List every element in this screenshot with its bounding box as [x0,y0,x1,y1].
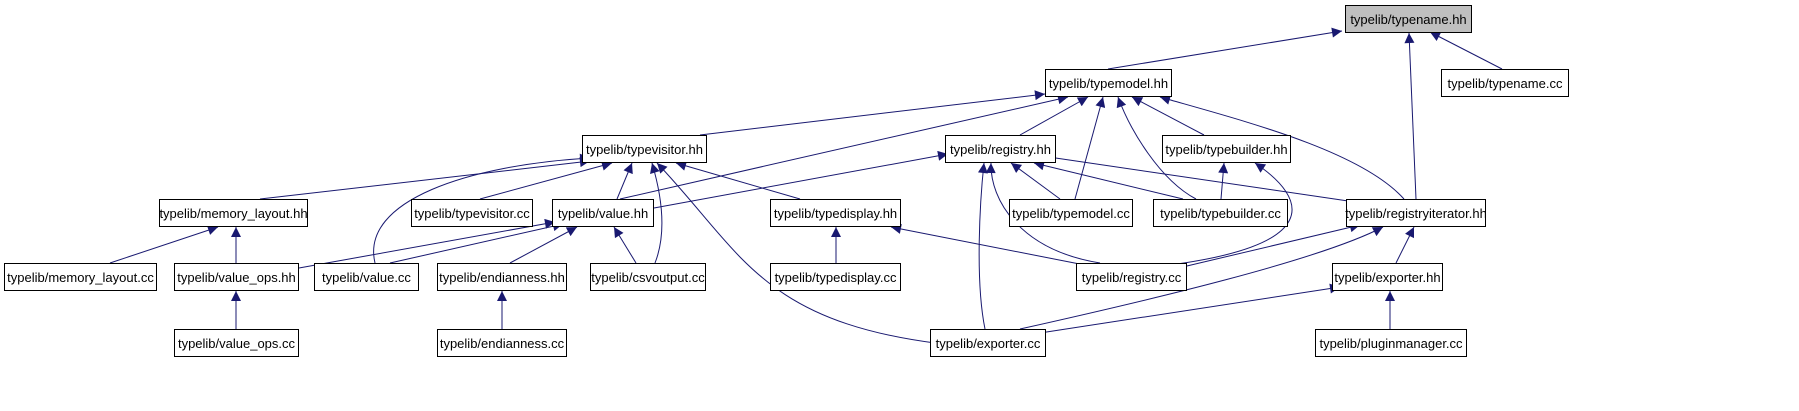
edge-typemodel-cc-to-typemodel-hh [1074,96,1106,200]
edge-typedisplay-hh-to-typevisitor-hh [675,160,801,200]
edge-typebuilder-cc-to-typemodel-hh [1116,96,1197,200]
edge-value-hh-to-typemodel-hh [619,94,1069,200]
node-label: typelib/memory_layout.cc [7,269,154,285]
node-label: typelib/value_ops.hh [177,269,296,285]
edge-registryiterator-hh-to-typename-hh [1404,32,1417,200]
node-typebuilder-hh[interactable]: typelib/typebuilder.hh [1162,135,1291,163]
node-value-ops-cc[interactable]: typelib/value_ops.cc [174,329,299,357]
node-value-ops-hh[interactable]: typelib/value_ops.hh [174,263,299,291]
edge-value-ops-hh-to-value-hh [298,218,556,269]
node-typemodel-cc[interactable]: typelib/typemodel.cc [1009,199,1133,227]
node-typevisitor-cc[interactable]: typelib/typevisitor.cc [411,199,533,227]
edge-typebuilder-cc-to-typebuilder-hh [1218,162,1229,200]
edge-registry-cc-to-typedisplay-hh [890,224,1101,269]
node-memory-layout-hh[interactable]: typelib/memory_layout.hh [159,199,308,227]
edge-registryiterator-hh-to-typemodel-hh [1159,94,1405,200]
node-label: typelib/registry.cc [1081,269,1182,285]
node-label: typelib/typedisplay.cc [774,269,897,285]
node-typename-hh: typelib/typename.hh [1345,5,1472,33]
edge-typebuilder-cc-to-registry-hh [1033,160,1184,200]
node-label: typelib/value.hh [557,205,649,221]
node-label: typelib/exporter.cc [935,335,1041,351]
node-label: typelib/typedisplay.hh [773,205,898,221]
edge-exporter-cc-to-registry-hh [977,162,988,330]
edge-exporter-cc-to-typevisitor-hh [656,162,936,344]
node-registry-cc[interactable]: typelib/registry.cc [1076,263,1187,291]
node-endianness-hh[interactable]: typelib/endianness.hh [437,263,567,291]
edge-typemodel-hh-to-typename-hh [1107,27,1343,70]
node-label: typelib/value.cc [322,269,411,285]
edge-typemodel-cc-to-registry-hh [1010,162,1061,200]
node-label: typelib/endianness.hh [439,269,565,285]
node-label: typelib/typevisitor.hh [585,141,704,157]
node-label: typelib/typevisitor.cc [414,205,530,221]
dependency-edges [109,27,1503,344]
node-label: typelib/typemodel.hh [1048,75,1169,91]
edge-registry-cc-to-registryiterator-hh [1169,222,1361,271]
node-label: typelib/exporter.hh [1334,269,1441,285]
node-typevisitor-hh[interactable]: typelib/typevisitor.hh [582,135,707,163]
node-label: typelib/typename.hh [1350,11,1467,27]
edge-typevisitor-cc-to-typevisitor-hh [479,160,613,200]
edge-typevisitor-hh-to-typemodel-hh [699,90,1046,136]
node-value-hh[interactable]: typelib/value.hh [552,199,654,227]
edge-exporter-cc-to-registryiterator-hh [1019,226,1384,330]
edge-value-hh-to-registry-hh [653,150,949,209]
node-label: typelib/typebuilder.cc [1160,205,1281,221]
node-label: typelib/endianness.cc [439,335,565,351]
edge-memory-layout-hh-to-typevisitor-hh [259,157,591,200]
edge-endianness-hh-to-value-hh [509,226,578,264]
node-typename-cc[interactable]: typelib/typename.cc [1441,69,1569,97]
node-label: typelib/typename.cc [1447,75,1563,91]
edge-csvoutput-cc-to-typevisitor-hh [650,162,663,264]
node-exporter-hh[interactable]: typelib/exporter.hh [1332,263,1443,291]
edge-registry-hh-to-typemodel-hh [1019,96,1089,136]
edge-value-cc-to-value-hh [389,221,564,264]
node-typedisplay-hh[interactable]: typelib/typedisplay.hh [770,199,901,227]
node-label: typelib/memory_layout.hh [159,205,308,221]
node-label: typelib/typebuilder.hh [1165,141,1288,157]
node-typedisplay-cc[interactable]: typelib/typedisplay.cc [770,263,901,291]
node-label: typelib/typemodel.cc [1012,205,1130,221]
node-label: typelib/registryiterator.hh [1345,205,1487,221]
edge-csvoutput-cc-to-value-hh [613,226,637,264]
edge-registry-cc-to-typebuilder-hh [1169,162,1293,266]
edge-typebuilder-hh-to-typemodel-hh [1131,96,1205,136]
node-exporter-cc[interactable]: typelib/exporter.cc [930,329,1046,357]
node-registry-hh[interactable]: typelib/registry.hh [945,135,1056,163]
edge-registryiterator-hh-to-registry-hh [1041,152,1356,203]
edge-exporter-cc-to-exporter-hh [1039,283,1341,334]
node-csvoutput-cc[interactable]: typelib/csvoutput.cc [590,263,706,291]
node-label: typelib/registry.hh [950,141,1051,157]
node-label: typelib/pluginmanager.cc [1319,335,1463,351]
node-typebuilder-cc[interactable]: typelib/typebuilder.cc [1153,199,1288,227]
node-label: typelib/csvoutput.cc [591,269,705,285]
node-label: typelib/value_ops.cc [177,335,296,351]
node-pluginmanager-cc[interactable]: typelib/pluginmanager.cc [1315,329,1467,357]
edge-memory-layout-cc-to-memory-layout-hh [109,225,219,264]
node-endianness-cc[interactable]: typelib/endianness.cc [437,329,567,357]
node-registryiterator-hh[interactable]: typelib/registryiterator.hh [1345,199,1487,227]
node-memory-layout-cc[interactable]: typelib/memory_layout.cc [4,263,157,291]
edge-exporter-hh-to-registryiterator-hh [1395,226,1415,264]
edge-value-cc-to-typevisitor-hh [373,153,591,264]
edge-typename-cc-to-typename-hh [1429,31,1503,70]
node-typemodel-hh[interactable]: typelib/typemodel.hh [1045,69,1172,97]
edge-value-hh-to-typevisitor-hh [616,162,633,200]
node-value-cc[interactable]: typelib/value.cc [314,263,419,291]
